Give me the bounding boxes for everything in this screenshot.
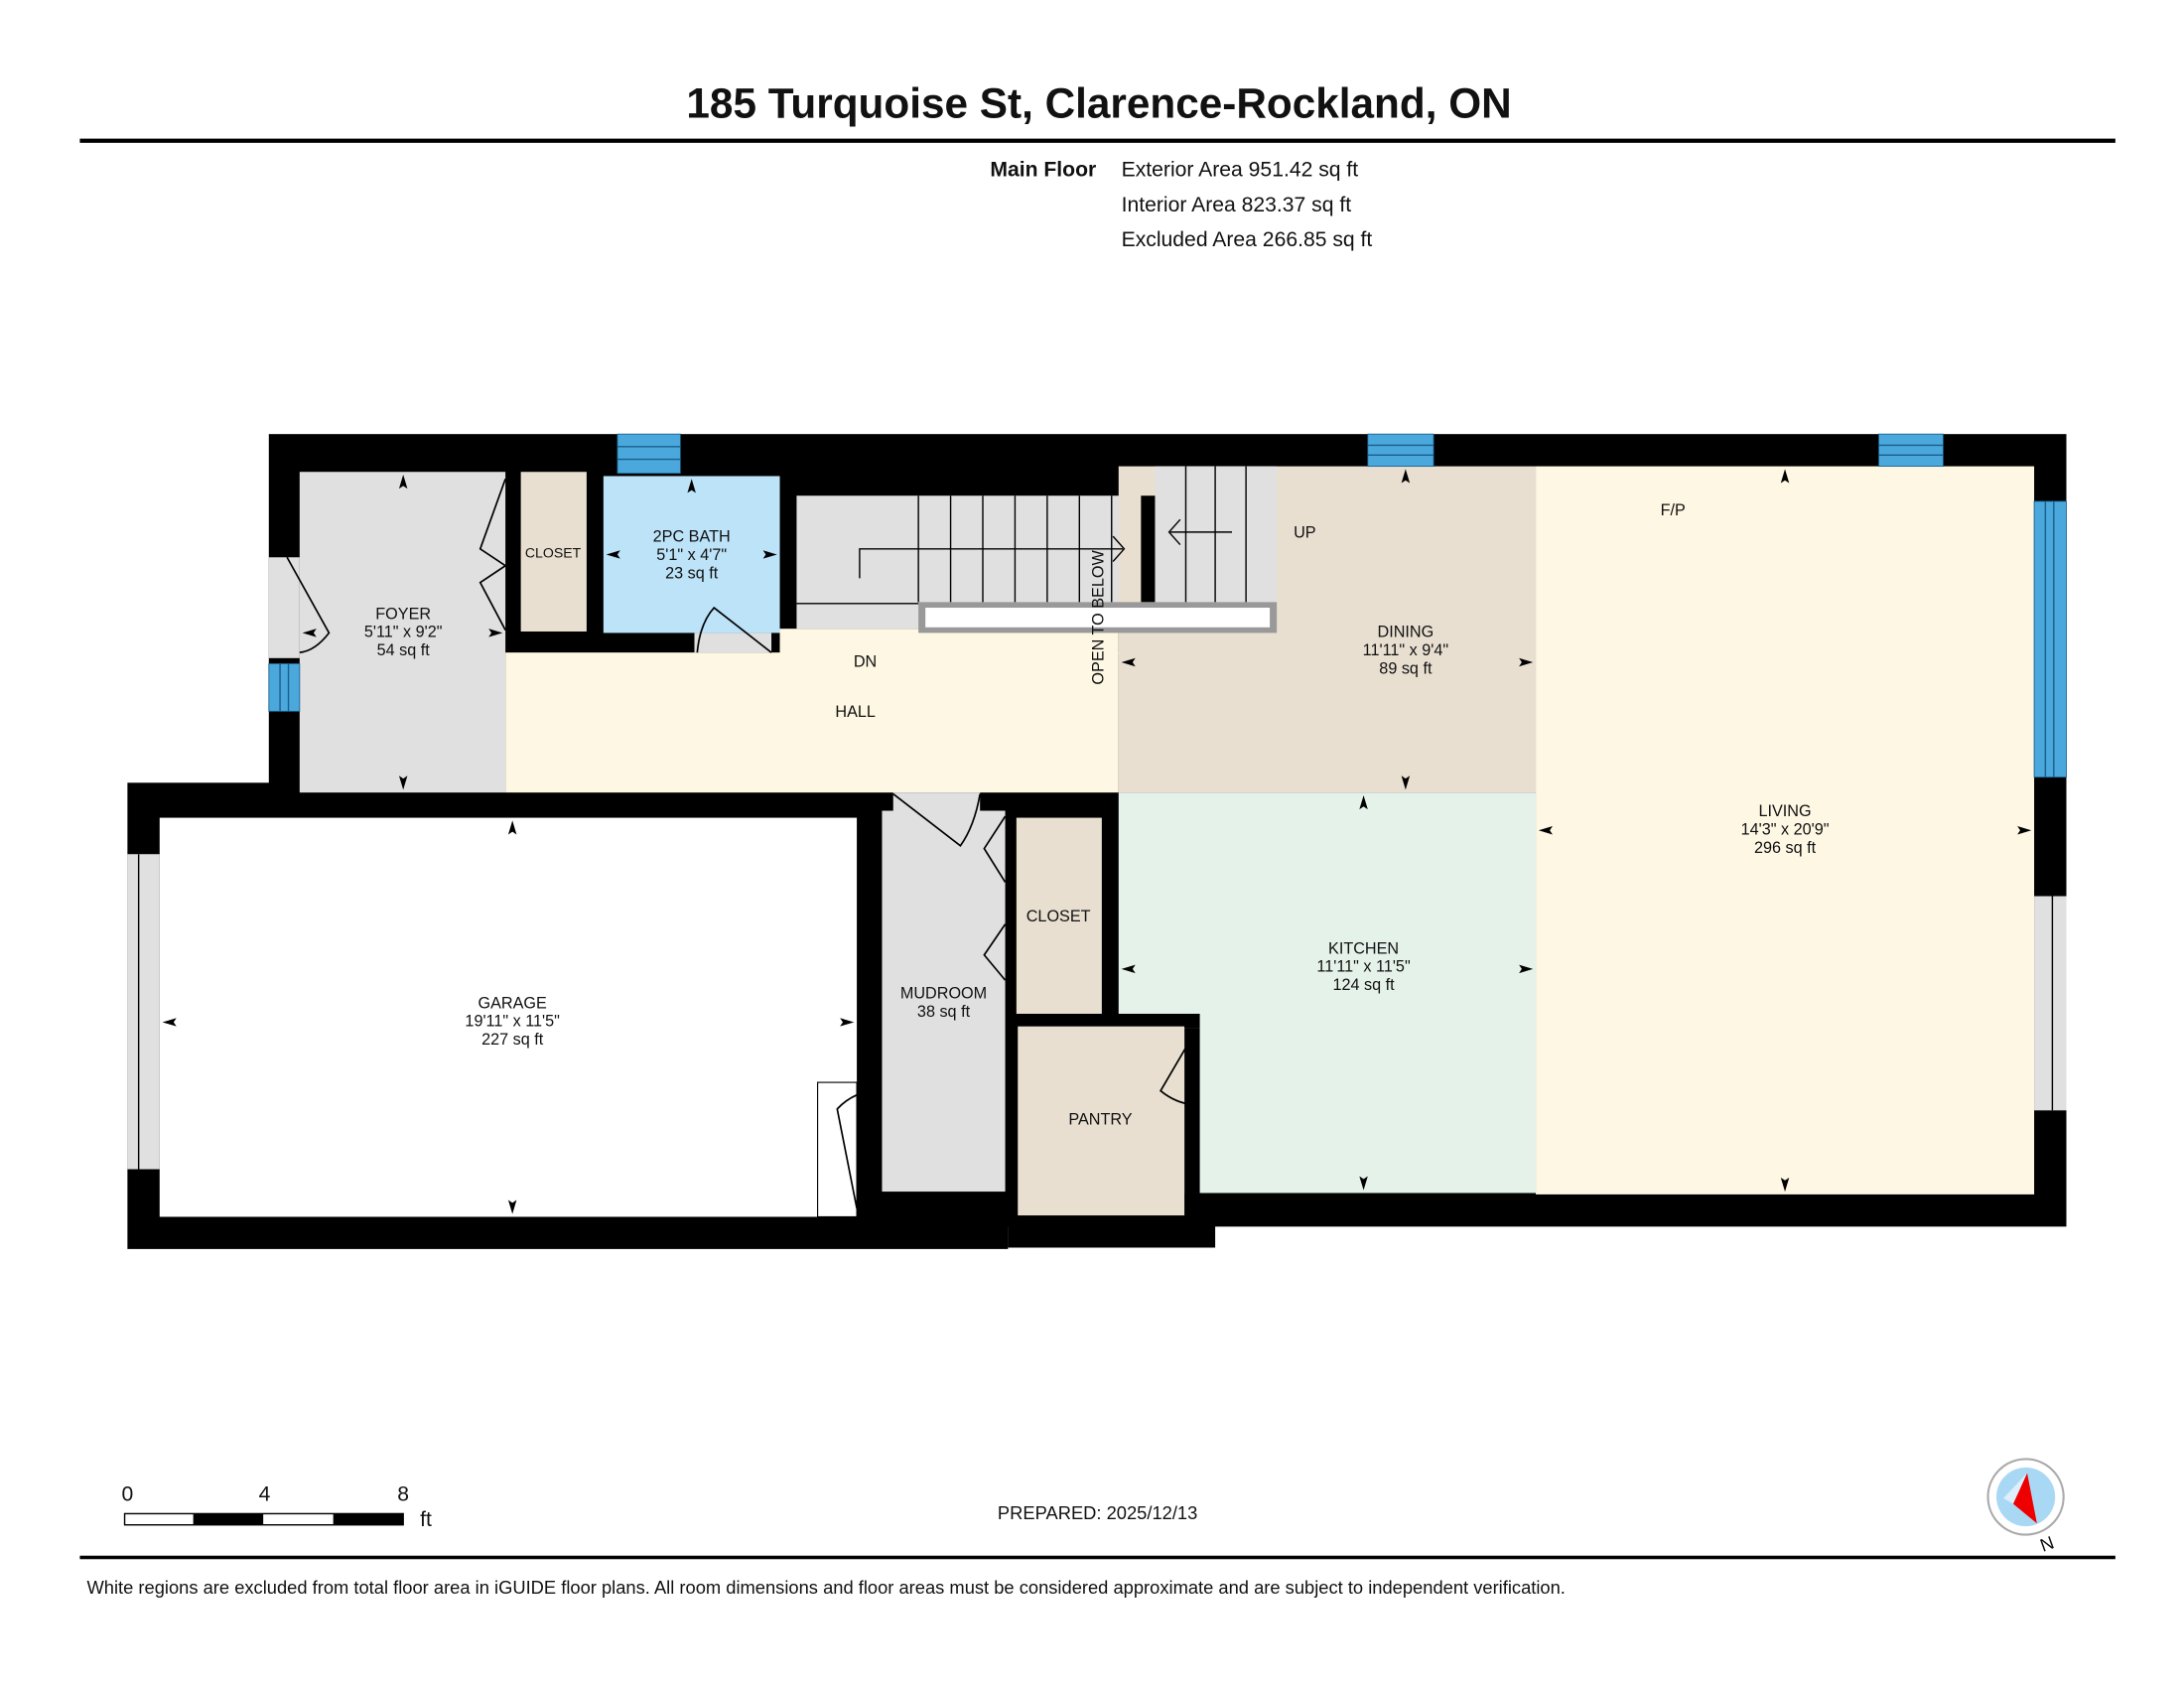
mudroom-doorway [892,792,981,812]
front-door-opening [268,557,300,658]
hall-name: HALL [835,703,876,721]
prepared-date: PREPARED: 2025/12/13 [998,1502,1197,1523]
exterior-area: Exterior Area 951.42 sq ft [1122,159,1359,182]
pantry-name: PANTRY [1068,1110,1132,1128]
garage-name: GARAGE [478,994,548,1012]
scale-tick-8: 8 [397,1483,409,1506]
window-icon [616,433,681,475]
scale-unit: ft [420,1508,432,1531]
bath-area: 23 sq ft [665,564,719,582]
page-title: 185 Turquoise St, Clarence-Rockland, ON [686,79,1511,126]
header-divider [79,138,2116,143]
room-foyer-closet [520,472,587,633]
mudroom-name: MUDROOM [900,984,987,1002]
pantry-wall-side [1184,1028,1200,1194]
room-foyer [299,472,506,793]
compass-icon: N [1986,1458,2065,1556]
excluded-area: Excluded Area 266.85 sq ft [1122,228,1373,251]
room-garage [159,817,858,1217]
interior-area: Interior Area 823.37 sq ft [1122,194,1352,216]
foyer-area: 54 sq ft [377,641,431,659]
scale-tick-0: 0 [121,1483,133,1506]
mudroom-closet-name: CLOSET [1026,908,1091,925]
foyer-closet-name: CLOSET [525,544,582,560]
footer-divider [79,1555,2116,1560]
room-mudroom [882,810,1006,1193]
patio-door-opening [2034,896,2067,1111]
garage-dims: 19'11" x 11'5" [465,1013,560,1031]
bath-name: 2PC BATH [653,528,731,546]
window-icon [2033,500,2067,778]
kitchen-name: KITCHEN [1328,939,1399,957]
living-dims: 14'3" x 20'9" [1741,820,1830,838]
room-living [1536,466,2035,1195]
pantry-wall [1101,1013,1200,1029]
dimension-arrows [162,469,2032,1214]
dining-name: DINING [1378,624,1434,641]
room-mudroom-closet [1016,817,1102,1014]
room-hall [505,652,1119,793]
foyer-name: FOYER [375,605,431,623]
railing-inner [925,608,1271,628]
living-name: LIVING [1758,802,1811,820]
disclaimer: White regions are excluded from total fl… [86,1577,1565,1598]
living-area: 296 sq ft [1754,839,1817,857]
garage-door-opening [127,854,160,1170]
fireplace-label: F/P [1661,501,1686,519]
mudroom-area: 38 sq ft [917,1003,971,1021]
stairs-up-label: UP [1294,524,1316,542]
door-swings [286,479,1195,1218]
floor-label: Main Floor [990,159,1096,182]
stair-divider [1141,495,1156,603]
compass-north-label: N [2037,1531,2057,1555]
bath-dims: 5'1" x 4'7" [656,546,727,564]
window-icon [1367,433,1434,468]
dining-dims: 11'11" x 9'4" [1363,641,1449,659]
stairs-down-label: DN [854,652,877,670]
garage-area: 227 sq ft [481,1031,544,1049]
scale-bar: 0 4 8 ft [121,1483,431,1531]
window-icon [268,663,301,712]
foyer-dims: 5'11" x 9'2" [364,624,443,641]
open-to-below-label: OPEN TO BELOW [1089,550,1107,685]
stair-treads [796,466,1247,605]
dining-area: 89 sq ft [1379,659,1433,677]
room-pantry [1018,1026,1185,1216]
kitchen-area: 124 sq ft [1333,976,1396,994]
kitchen-dims: 11'11" x 11'5" [1316,958,1411,976]
window-icon [1878,433,1944,468]
scale-tick-4: 4 [259,1483,271,1506]
windows [268,433,2067,778]
room-2pc-bath [603,476,780,633]
